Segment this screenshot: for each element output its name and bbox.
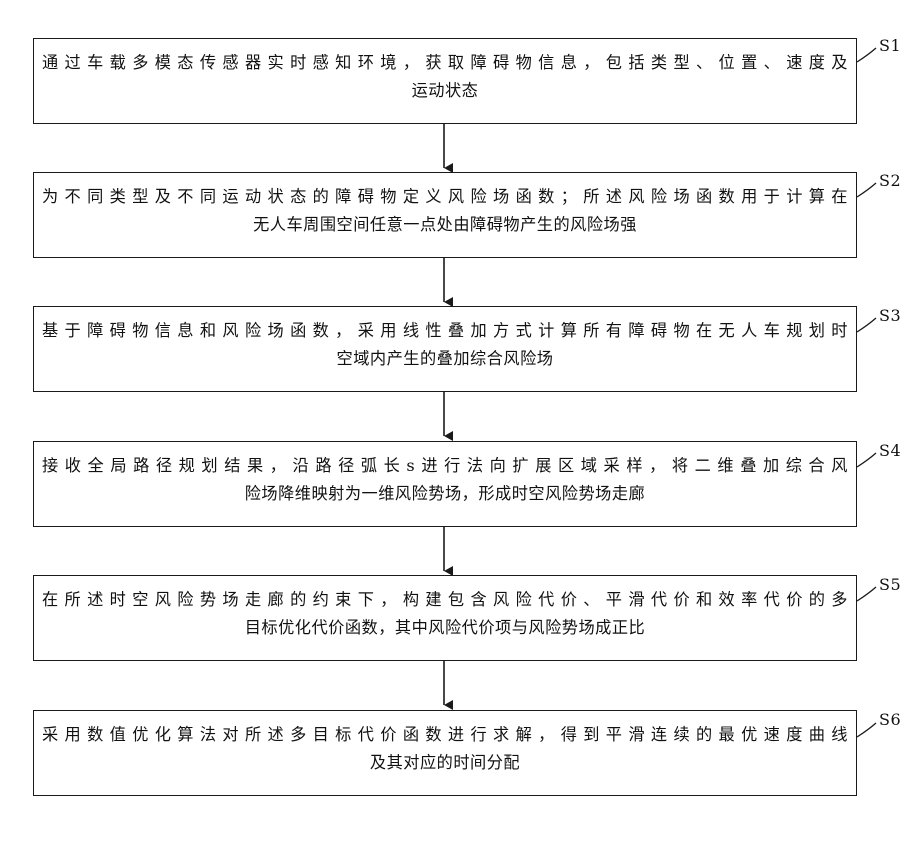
step-label-s5: S5 [879, 575, 901, 594]
step-box-s1: 通过车载多模态传感器实时感知环境，获取障碍物信息，包括类型、位置、速度及 运动状… [33, 38, 857, 124]
leader-s2 [857, 183, 876, 197]
leader-s1 [857, 48, 876, 62]
step-text-s2: 为不同类型及不同运动状态的障碍物定义风险场函数；所述风险场函数用于计算在 无人车… [42, 183, 848, 239]
step-box-s4: 接收全局路径规划结果，沿路径弧长s进行法向扩展区域采样，将二维叠加综合风 险场降… [33, 441, 857, 527]
step-label-s1: S1 [879, 36, 901, 55]
leader-s5 [857, 587, 876, 601]
step-box-s6: 采用数值优化算法对所述多目标代价函数进行求解，得到平滑连续的最优速度曲线 及其对… [33, 710, 857, 796]
leader-s4 [857, 453, 876, 467]
step-text-s5: 在所述时空风险势场走廊的约束下，构建包含风险代价、平滑代价和效率代价的多 目标优… [42, 586, 848, 642]
leader-s3 [857, 318, 876, 332]
step-label-s6: S6 [879, 710, 901, 729]
step-box-s5: 在所述时空风险势场走廊的约束下，构建包含风险代价、平滑代价和效率代价的多 目标优… [33, 575, 857, 661]
step-label-s2: S2 [879, 171, 901, 190]
step-s2-line1: 为不同类型及不同运动状态的障碍物定义风险场函数；所述风险场函数用于计算在 [42, 183, 848, 211]
step-s6-line2: 及其对应的时间分配 [42, 749, 848, 777]
step-s1-line2: 运动状态 [42, 77, 848, 105]
step-text-s1: 通过车载多模态传感器实时感知环境，获取障碍物信息，包括类型、位置、速度及 运动状… [42, 49, 848, 105]
step-text-s3: 基于障碍物信息和风险场函数，采用线性叠加方式计算所有障碍物在无人车规划时 空域内… [42, 317, 848, 373]
step-text-s6: 采用数值优化算法对所述多目标代价函数进行求解，得到平滑连续的最优速度曲线 及其对… [42, 721, 848, 777]
step-box-s3: 基于障碍物信息和风险场函数，采用线性叠加方式计算所有障碍物在无人车规划时 空域内… [33, 306, 857, 392]
step-box-s2: 为不同类型及不同运动状态的障碍物定义风险场函数；所述风险场函数用于计算在 无人车… [33, 172, 857, 258]
leader-s6 [857, 723, 876, 737]
step-label-s3: S3 [879, 306, 901, 325]
step-text-s4: 接收全局路径规划结果，沿路径弧长s进行法向扩展区域采样，将二维叠加综合风 险场降… [42, 452, 848, 508]
step-s3-line2: 空域内产生的叠加综合风险场 [42, 345, 848, 373]
step-label-s4: S4 [879, 441, 901, 460]
step-s1-line1: 通过车载多模态传感器实时感知环境，获取障碍物信息，包括类型、位置、速度及 [42, 49, 848, 77]
step-s2-line2: 无人车周围空间任意一点处由障碍物产生的风险场强 [42, 211, 848, 239]
step-s4-line2: 险场降维映射为一维风险势场，形成时空风险势场走廊 [42, 480, 848, 508]
step-s5-line1: 在所述时空风险势场走廊的约束下，构建包含风险代价、平滑代价和效率代价的多 [42, 586, 848, 614]
step-s3-line1: 基于障碍物信息和风险场函数，采用线性叠加方式计算所有障碍物在无人车规划时 [42, 317, 848, 345]
step-s5-line2: 目标优化代价函数，其中风险代价项与风险势场成正比 [42, 614, 848, 642]
step-s4-line1: 接收全局路径规划结果，沿路径弧长s进行法向扩展区域采样，将二维叠加综合风 [42, 452, 848, 480]
step-s6-line1: 采用数值优化算法对所述多目标代价函数进行求解，得到平滑连续的最优速度曲线 [42, 721, 848, 749]
